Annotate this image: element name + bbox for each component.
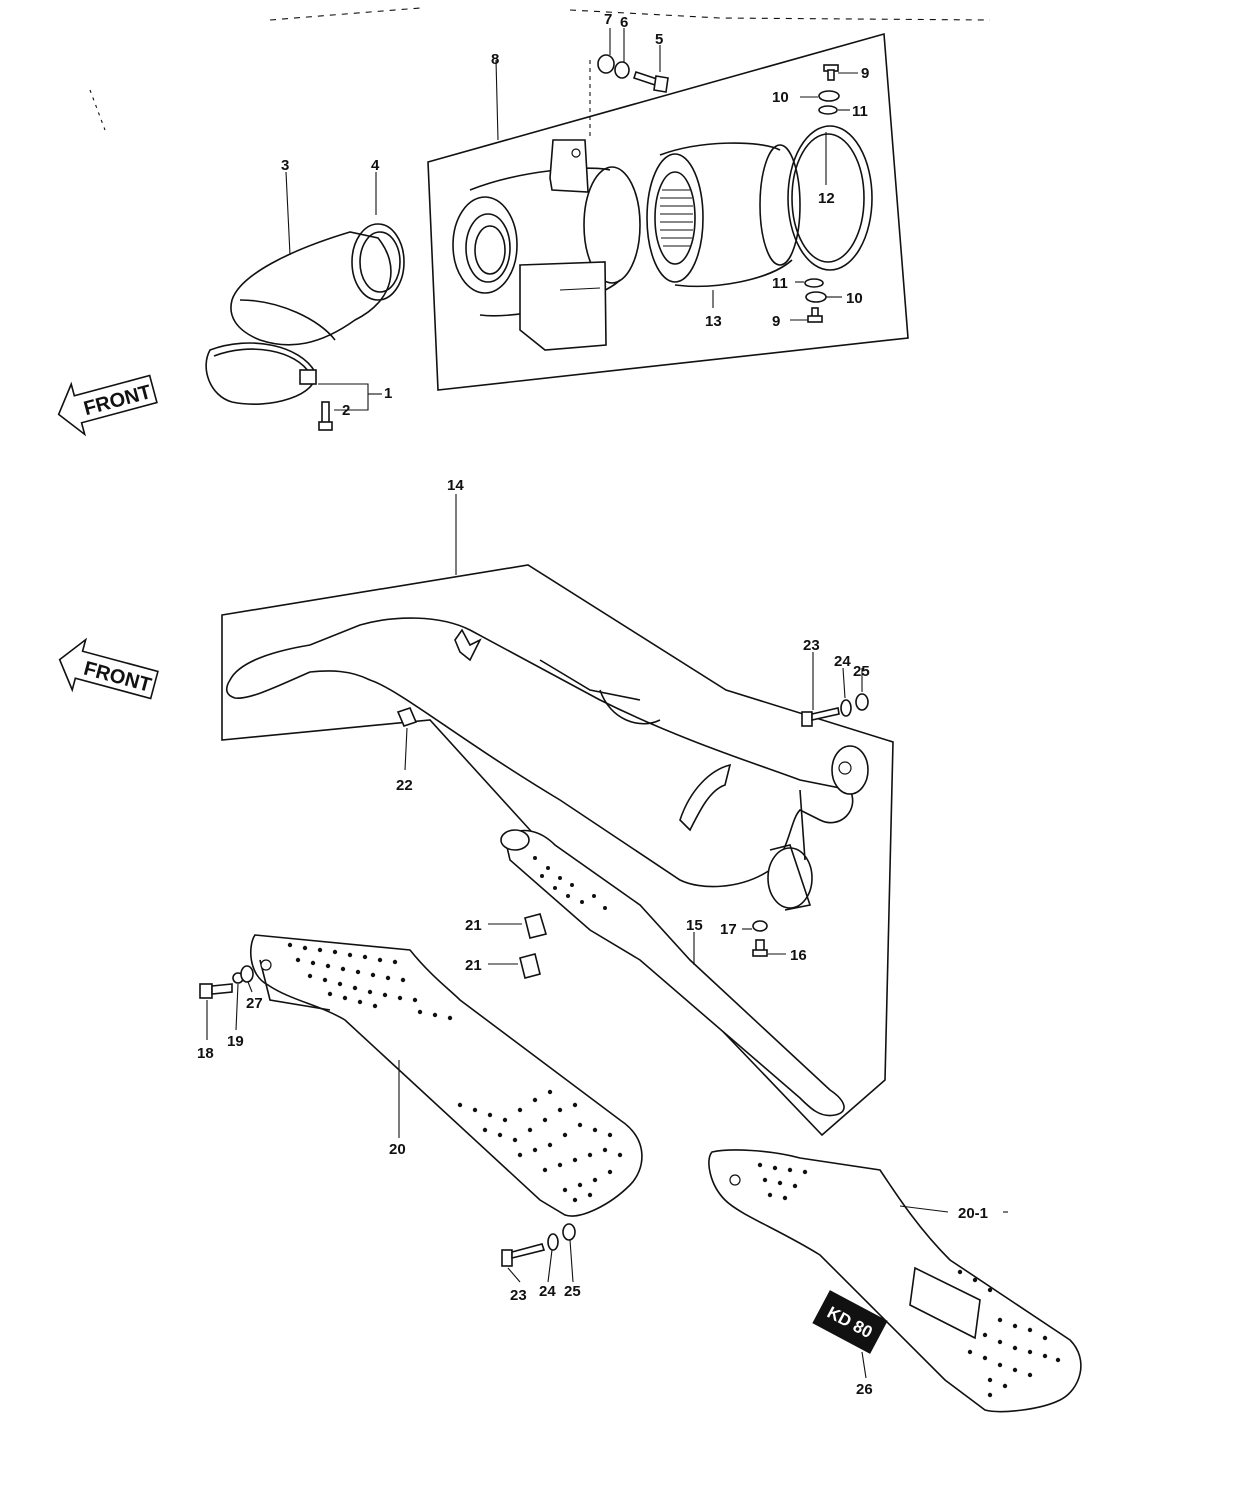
callout-labels: 1 2 3 4 5 6 7 8 9 9 10 10 11 11 12 13 14…: [197, 11, 988, 1398]
callout-24-upper: 24: [834, 653, 851, 670]
heat-guard-20-perforations: [287, 942, 623, 1203]
washer-17: [752, 920, 768, 932]
washer-7: [597, 54, 615, 74]
callout-11-top: 11: [852, 103, 868, 120]
washer-11-bottom: [804, 278, 824, 288]
air-filter-element: [646, 142, 801, 288]
callout-20: 20: [389, 1141, 406, 1158]
muffler-body: [225, 617, 869, 911]
callout-17: 17: [720, 921, 737, 938]
air-cleaner-case: [452, 139, 641, 351]
front-arrow-bottom: FRONT: [58, 637, 159, 700]
callout-11-bottom: 11: [772, 275, 788, 292]
cover-band: [787, 125, 873, 271]
leader-lines: [206, 28, 1008, 1379]
air-cleaner-assembly-frame: [427, 32, 909, 391]
washer-24-lower: [547, 1233, 559, 1251]
washer-25-upper: [855, 693, 869, 711]
callout-21-lower: 21: [465, 957, 482, 974]
callout-10-top: 10: [772, 89, 789, 106]
bolt-23-upper: [801, 707, 840, 727]
callout-13: 13: [705, 313, 722, 330]
screw-16: [752, 939, 768, 957]
callout-23-lower: 23: [510, 1287, 527, 1304]
callout-3: 3: [281, 157, 289, 174]
tail-pipe: [500, 829, 845, 1117]
washer-25-lower: [562, 1223, 576, 1241]
callout-9-bottom: 9: [772, 313, 780, 330]
callout-21-upper: 21: [465, 917, 482, 934]
callout-27: 27: [246, 995, 263, 1012]
callout-9-top: 9: [861, 65, 869, 82]
callout-12: 12: [818, 190, 835, 207]
clip-21-upper: [524, 913, 548, 939]
lock-washer-6: [614, 61, 630, 79]
callout-24-lower: 24: [539, 1283, 556, 1300]
callout-20-1: 20-1: [958, 1205, 988, 1222]
callout-25-lower: 25: [564, 1283, 581, 1300]
heat-guard-20-1: [708, 1149, 1082, 1413]
callout-1: 1: [384, 385, 392, 402]
clip-22: [396, 707, 418, 727]
callout-4: 4: [371, 157, 380, 174]
tail-pipe-perforations: [533, 856, 607, 910]
callout-5: 5: [655, 31, 663, 48]
callout-23-upper: 23: [803, 637, 820, 654]
callout-7: 7: [604, 11, 612, 28]
callout-2: 2: [342, 402, 350, 419]
top-dashed-lines: [89, 7, 991, 131]
callout-14: 14: [447, 477, 464, 494]
lock-washer-10-bottom: [805, 291, 827, 303]
heat-guard-20-1-perforations: [757, 1162, 1061, 1398]
top-screw-9: [823, 64, 839, 81]
muffler-assembly-frame: [221, 564, 894, 1137]
washer-11-top: [818, 105, 838, 115]
callout-8: 8: [491, 51, 499, 68]
bottom-screw-9: [807, 307, 823, 323]
clamp-screw: [318, 401, 333, 431]
heat-guard-20: [250, 934, 643, 1217]
washer-27: [240, 965, 254, 983]
lock-washer-10-top: [818, 90, 840, 102]
washer-24-upper: [840, 699, 852, 717]
bolt-18: [199, 983, 233, 999]
callout-22: 22: [396, 777, 413, 794]
front-arrow-top: FRONT: [57, 374, 158, 437]
callout-10-bottom: 10: [846, 290, 863, 307]
hose-clamp: [205, 342, 317, 405]
callout-16: 16: [790, 947, 807, 964]
callout-15: 15: [686, 917, 703, 934]
clip-21-lower: [519, 953, 541, 979]
callout-26: 26: [856, 1381, 873, 1398]
bolt-5: [632, 70, 669, 93]
callout-6: 6: [620, 14, 628, 31]
intake-duct: [230, 223, 405, 346]
callout-25-upper: 25: [853, 663, 870, 680]
bolt-23-lower: [501, 1243, 546, 1267]
callout-19: 19: [227, 1033, 244, 1050]
callout-18: 18: [197, 1045, 214, 1062]
